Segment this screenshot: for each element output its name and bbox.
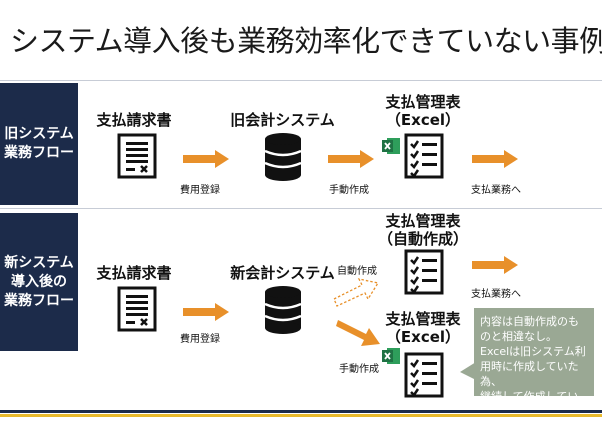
invoice-document-icon [117,286,157,332]
note-line: Excelは旧システム利 [480,345,586,358]
checklist-icon [404,249,444,295]
new-flow-row-label-line: 業務フロー [4,292,74,309]
database-icon [263,133,303,181]
footer-accent-bar [0,414,602,417]
auto-table-label-line: 支払管理表 [385,212,461,230]
divider [0,80,602,81]
excel-icon [381,346,401,366]
old-arrow1-label: 費用登録 [180,185,220,196]
arrow-right-icon [472,256,518,274]
new-auto-arrow-label: 自動作成 [337,266,377,277]
excel-table-label: 支払管理表 （Excel） [373,310,473,346]
footer-bar [0,410,602,413]
new-invoice-label: 支払請求書 [96,264,172,282]
new-flow-row-label-line: 新システム [4,254,74,271]
excel-table-label-line: 支払管理表 [385,310,461,328]
old-arrow2-label: 手動作成 [329,185,369,196]
old-arrow3-label: 支払業務へ [471,185,521,196]
old-table-label-line: （Excel） [385,111,461,129]
new-system-label: 新会計システム [230,264,335,282]
callout-pointer [460,362,476,380]
excel-table-label-line: （Excel） [385,328,461,346]
note-line: 内容は自動作成のも [480,315,579,328]
divider [0,208,602,209]
page-title: システム導入後も業務効率化できていない事例 [10,24,602,58]
old-table-label: 支払管理表 （Excel） [373,93,473,129]
invoice-document-icon [117,133,157,179]
new-out-arrow-label: 支払業務へ [471,289,521,300]
arrow-right-icon [472,150,518,168]
arrow-right-icon [328,150,374,168]
excel-icon [381,136,401,156]
dashed-arrow-icon [333,278,380,307]
old-system-label: 旧会計システム [230,111,335,129]
new-manual-arrow-label: 手動作成 [339,364,379,375]
callout-note: 内容は自動作成のも のと相違なし。 Excelは旧システム利 用時に作成していた… [474,308,594,418]
arrow-down-right-icon [336,320,380,346]
checklist-icon [404,133,444,179]
arrow-right-icon [183,303,229,321]
auto-table-label-line: （自動作成） [377,230,468,248]
arrow-right-icon [183,150,229,168]
old-table-label-line: 支払管理表 [385,93,461,111]
new-flow-row-label: 新システム 導入後の 業務フロー [0,213,78,351]
note-line: 用時に作成していた為、 [480,360,579,388]
new-flow-row-label-line: 導入後の [11,273,67,290]
old-invoice-label: 支払請求書 [96,111,172,129]
database-icon [263,286,303,334]
note-line: のと相違なし。 [480,330,557,343]
old-flow-row-label-line: 業務フロー [4,145,74,161]
auto-table-label: 支払管理表 （自動作成） [373,212,473,248]
checklist-icon [404,352,444,398]
old-flow-row-label: 旧システム 業務フロー [0,83,78,205]
new-arrow1-label: 費用登録 [180,334,220,345]
old-flow-row-label-line: 旧システム [4,126,74,142]
